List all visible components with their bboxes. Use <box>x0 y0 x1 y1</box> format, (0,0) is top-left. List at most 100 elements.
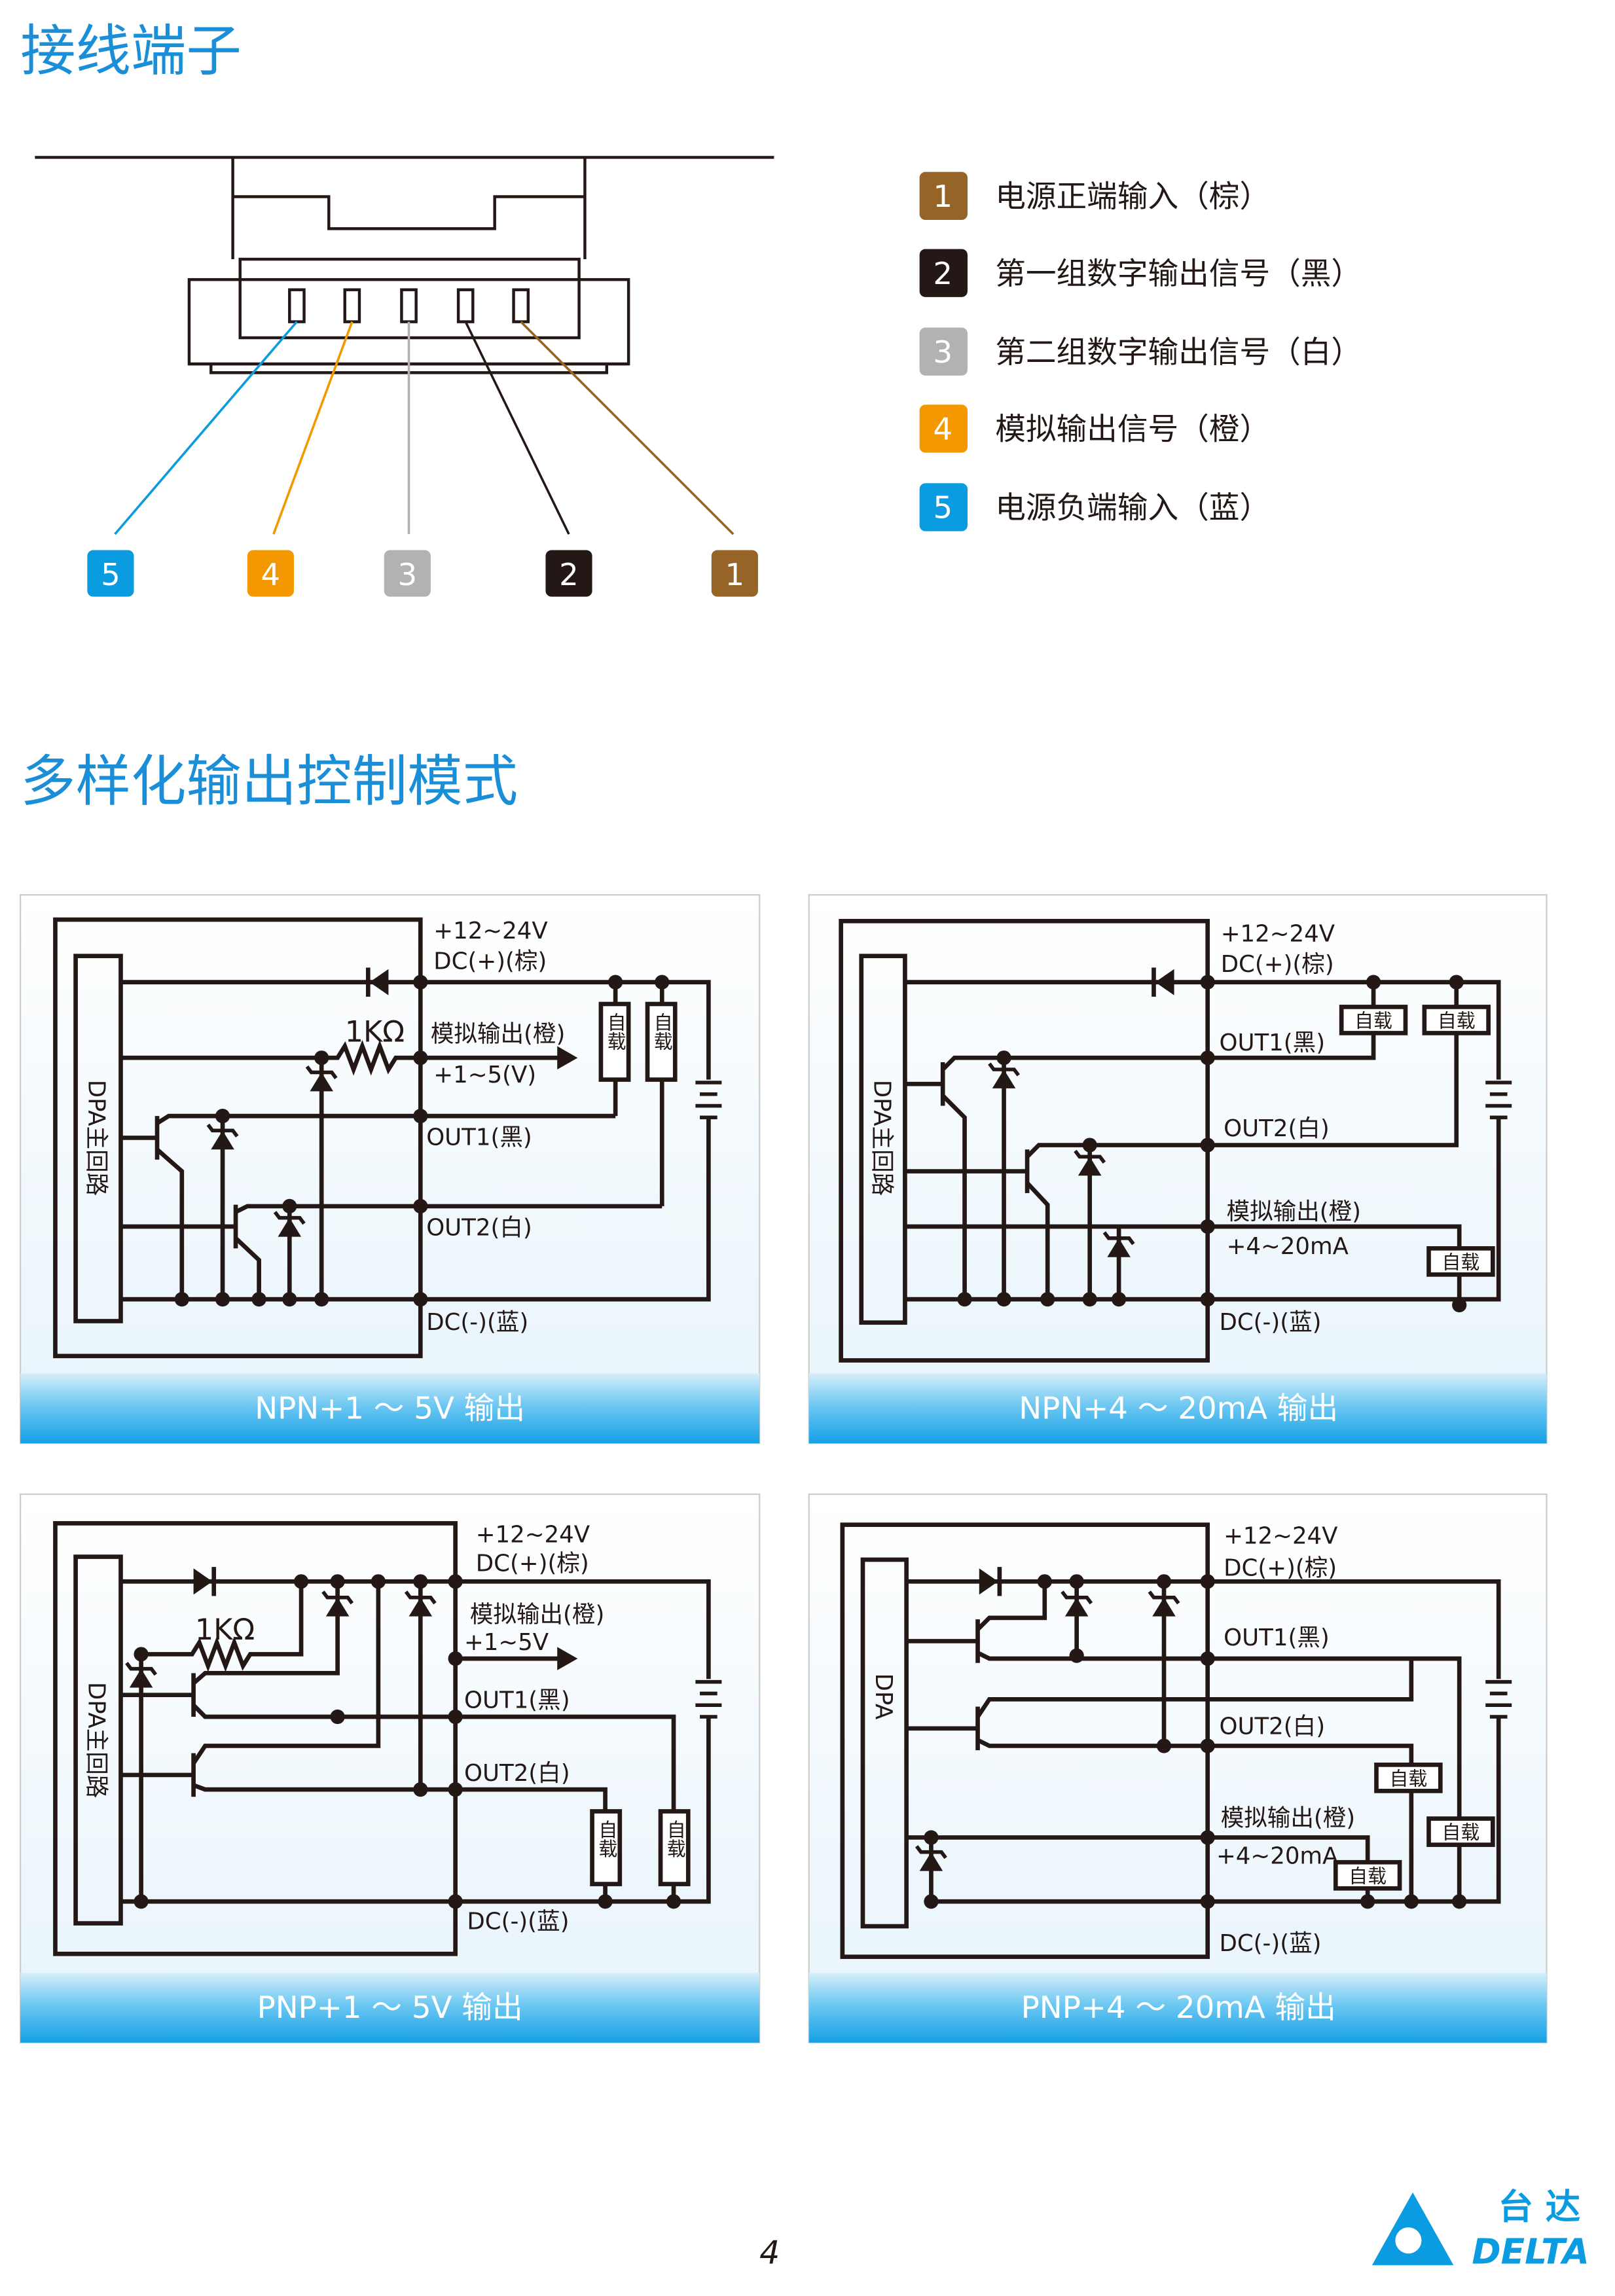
vplus-label: +12~24V <box>433 918 548 944</box>
caption-bar <box>20 1373 760 1444</box>
out2-label: OUT2(白) <box>1224 1115 1330 1142</box>
panel-caption: NPN+4 ～ 20mA 输出 <box>1019 1391 1338 1426</box>
range-label: +4~20mA <box>1227 1233 1349 1260</box>
legend-num: 2 <box>933 257 953 292</box>
panel-caption: NPN+1 ～ 5V 输出 <box>255 1391 525 1426</box>
panel-pnp-4-20ma: PNP+4 ～ 20mA 输出 DPA 自载 自载 自载 +12~24V DC(… <box>808 1493 1548 2043</box>
load-label: 自载 <box>1349 1865 1387 1887</box>
caption-bar <box>20 1973 760 2043</box>
out2-label: OUT2(白) <box>464 1760 570 1787</box>
resistor-label: 1KΩ <box>195 1613 255 1647</box>
dpa-block-label: DPA <box>870 1673 897 1720</box>
pin-3 <box>400 288 418 323</box>
dcplus-label: DC(+)(棕) <box>1221 951 1334 978</box>
dcplus-label: DC(+)(棕) <box>476 1551 589 1577</box>
dcminus-label: DC(-)(蓝) <box>467 1908 569 1935</box>
pin-badges-row: 5 4 3 2 1 <box>87 550 758 597</box>
legend-label: 模拟输出信号（橙） <box>995 412 1270 448</box>
logo-english: DELTA <box>1472 2231 1589 2272</box>
connector-drawing <box>35 156 774 535</box>
panel-pnp-1-5v: PNP+1 ～ 5V 输出 DPA主回路 自载 自载 +12~24V DC(+)… <box>20 1493 761 2043</box>
analog-label: 模拟输出(橙) <box>470 1602 604 1628</box>
badge-1 <box>711 550 758 597</box>
range-label: +4~20mA <box>1216 1842 1339 1869</box>
vplus-label: +12~24V <box>476 1521 590 1548</box>
badge-3 <box>384 550 431 597</box>
legend-badge-4 <box>919 404 968 453</box>
out2-label: OUT2(白) <box>1219 1713 1325 1740</box>
badge-5 <box>87 550 134 597</box>
badge-2-num: 2 <box>559 558 579 593</box>
load-label: 自载 <box>1354 1010 1392 1032</box>
load-label: 自载 <box>596 1820 618 1858</box>
load-label: 自载 <box>664 1820 686 1858</box>
wire-1 <box>520 321 735 535</box>
badge-4 <box>247 550 294 597</box>
badge-1-num: 1 <box>725 558 745 593</box>
load-label: 自载 <box>604 1013 626 1050</box>
resistor-label: 1KΩ <box>345 1016 405 1049</box>
legend-badge-1 <box>919 171 968 221</box>
out1-label: OUT1(黑) <box>426 1124 532 1151</box>
dcminus-label: DC(-)(蓝) <box>1219 1930 1321 1957</box>
load-label: 自载 <box>1438 1010 1476 1032</box>
out1-label: OUT1(黑) <box>1219 1030 1325 1056</box>
load-label: 自载 <box>1390 1767 1428 1789</box>
legend-num: 1 <box>933 179 953 215</box>
out1-label: OUT1(黑) <box>464 1687 570 1714</box>
arrow-icon <box>557 1046 578 1069</box>
load-label: 自载 <box>651 1013 673 1050</box>
analog-label: 模拟输出(橙) <box>1227 1198 1361 1225</box>
dcminus-label: DC(-)(蓝) <box>426 1309 528 1336</box>
legend-num: 5 <box>933 491 953 526</box>
legend-badge-2 <box>919 249 968 297</box>
analog-label: 模拟输出(橙) <box>431 1021 565 1048</box>
pin-2 <box>456 288 475 323</box>
panel-npn-4-20ma: NPN+4 ～ 20mA 输出 DPA主回路 自载 自载 自载 +12~24V … <box>808 894 1548 1444</box>
panel-caption: PNP+1 ～ 5V 输出 <box>257 1990 523 2026</box>
vplus-label: +12~24V <box>1224 1523 1338 1550</box>
wire-5 <box>114 321 298 535</box>
dcplus-label: DC(+)(棕) <box>1224 1554 1337 1581</box>
section-title-terminals: 接线端子 <box>20 19 242 83</box>
legend-badge-3 <box>919 327 968 376</box>
pin-4 <box>343 288 361 323</box>
panel-caption: PNP+4 ～ 20mA 输出 <box>1021 1990 1336 2026</box>
legend-label: 电源负端输入（蓝） <box>995 491 1270 526</box>
pin-legend: 1 电源正端输入（棕） 2 第一组数字输出信号（黑） 3 第二组数字输出信号（白… <box>919 171 1362 531</box>
load-label: 自载 <box>1442 1251 1480 1273</box>
wire-2 <box>464 321 570 535</box>
legend-label: 电源正端输入（棕） <box>995 179 1270 215</box>
section-title-output-modes: 多样化输出控制模式 <box>20 749 518 814</box>
page-number: 4 <box>759 2234 780 2272</box>
badge-5-num: 5 <box>101 558 120 593</box>
out1-label: OUT1(黑) <box>1224 1624 1330 1651</box>
load-label: 自载 <box>1442 1821 1480 1844</box>
range-label: +1~5(V) <box>433 1062 536 1088</box>
dpa-block-label: DPA主回路 <box>869 1080 896 1196</box>
out2-label: OUT2(白) <box>426 1214 532 1241</box>
pin-1 <box>512 288 530 323</box>
wire-4 <box>272 321 354 535</box>
range-label: +1~5V <box>464 1629 549 1656</box>
pin-5 <box>288 288 306 323</box>
dpa-block-label: DPA主回路 <box>83 1080 110 1196</box>
caption-bar <box>808 1373 1547 1444</box>
arrow-icon <box>557 1647 578 1670</box>
legend-label: 第一组数字输出信号（黑） <box>995 257 1362 292</box>
legend-num: 3 <box>933 335 953 370</box>
badge-3-num: 3 <box>397 558 417 593</box>
analog-label: 模拟输出(橙) <box>1221 1805 1355 1832</box>
badge-4-num: 4 <box>261 558 281 593</box>
dpa-block-label: DPA主回路 <box>83 1682 110 1799</box>
vplus-label: +12~24V <box>1221 920 1335 947</box>
panel-npn-1-5v: NPN+1 ～ 5V 输出 DPA主回路 自载 自载 +12~24V DC(+)… <box>20 894 761 1444</box>
dcplus-label: DC(+)(棕) <box>433 948 547 975</box>
caption-bar <box>808 1973 1547 2043</box>
logo-chinese: 台 达 <box>1498 2186 1580 2227</box>
delta-logo: 台 达 DELTA <box>1371 2186 1589 2272</box>
legend-label: 第二组数字输出信号（白） <box>995 335 1362 370</box>
dcminus-label: DC(-)(蓝) <box>1219 1309 1321 1336</box>
badge-2 <box>545 550 592 597</box>
